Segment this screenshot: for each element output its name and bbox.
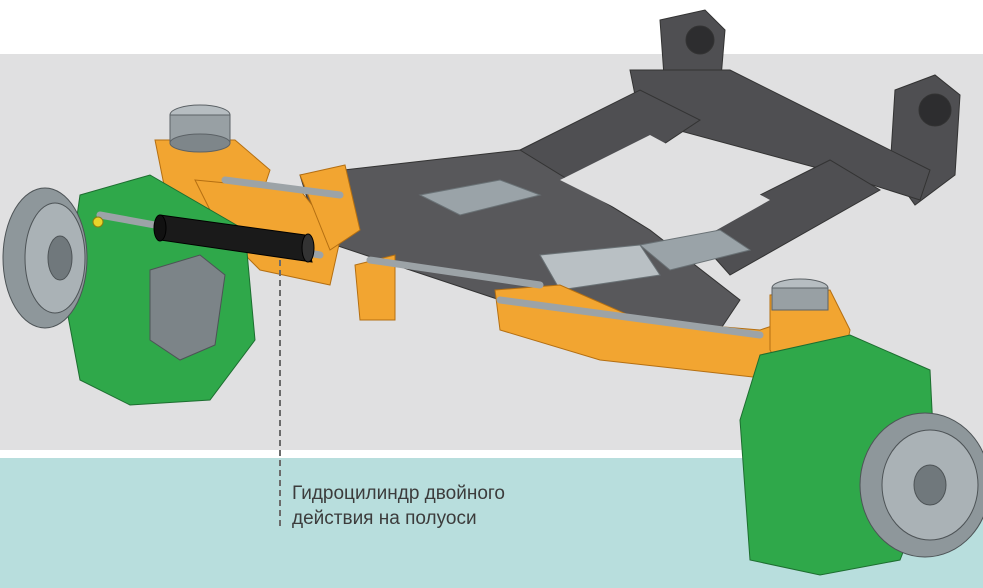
turret-caps: [169, 104, 829, 311]
cylinder-caption: Гидроцилиндр двойного действия на полуос…: [292, 481, 612, 531]
caption-line-2: действия на полуоси: [292, 508, 477, 529]
callout-leader-line: [279, 260, 281, 526]
left-wheel-hub: [2, 187, 88, 329]
caption-line-1: Гидроцилиндр двойного: [292, 483, 505, 504]
grease-fitting: [92, 216, 104, 228]
left-drive-motor: [149, 254, 226, 361]
right-wheel-hub: [859, 412, 983, 558]
main-frame: [299, 9, 961, 331]
hydraulic-cylinder: [153, 214, 315, 263]
frame-plates: [418, 179, 752, 291]
